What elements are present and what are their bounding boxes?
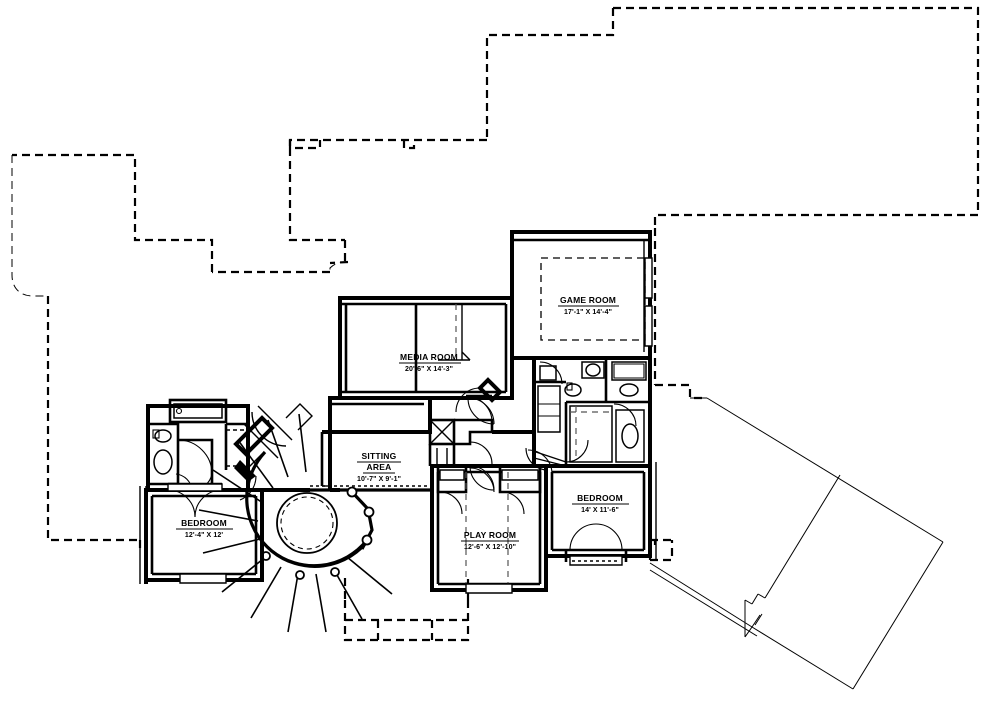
bedroom-left-dimensions: 12'-4" X 12' — [185, 532, 223, 539]
newel-post-1 — [346, 486, 358, 498]
media-room-dimensions: 20'-6" X 14'-3" — [405, 366, 453, 373]
play-room: PLAY ROOM 12'-6" X 12'-10" — [430, 464, 548, 594]
sitting-area-dimensions: 10'-7" X 9'-1" — [357, 476, 401, 483]
sitting-area-label-2: AREA — [367, 462, 392, 472]
chase-shaft — [428, 418, 456, 446]
sitting-area-label: SITTING — [362, 451, 397, 461]
play-room-dimensions: 12'-6" X 12'-10" — [464, 544, 516, 551]
newel-post-3 — [361, 534, 373, 546]
newel-post-4 — [295, 570, 305, 580]
game-room-tray-ceiling — [540, 257, 646, 341]
media-room: MEDIA ROOM 20'-6" X 14'-3" — [338, 296, 514, 400]
stair-core — [276, 492, 338, 554]
stair-treads — [198, 413, 393, 633]
bedroom-left: BEDROOM 12'-4" X 12' — [139, 482, 264, 584]
bedroom-right-dimensions: 14' X 11'-6" — [581, 507, 619, 514]
newel-post-2 — [363, 506, 375, 518]
bedroom-right-label: BEDROOM — [577, 493, 623, 503]
media-room-label: MEDIA ROOM — [400, 352, 458, 362]
connecting-walls — [144, 298, 536, 584]
main-floor-outline-below — [11, 6, 980, 642]
game-room-label: GAME ROOM — [560, 295, 616, 305]
hall-and-chase — [328, 377, 503, 466]
play-room-label: PLAY ROOM — [464, 530, 516, 540]
bedroom-right: BEDROOM 14' X 11'-6" — [525, 447, 657, 566]
curved-staircase[interactable] — [198, 403, 393, 633]
bedroom-left-label: BEDROOM — [181, 518, 227, 528]
newel-post-6 — [330, 567, 340, 577]
game-room-dimensions: 17'-1" X 14'-4" — [564, 309, 612, 316]
angled-garage-wing — [649, 397, 944, 690]
